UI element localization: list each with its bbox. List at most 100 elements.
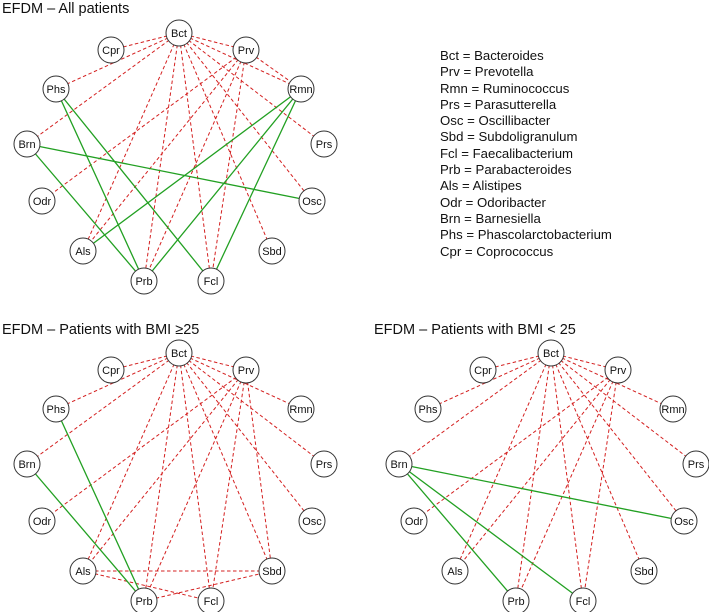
node-osc: Osc: [298, 507, 326, 535]
node-circle: [97, 356, 125, 384]
node-label: Prs: [316, 139, 333, 151]
legend-item-fcl: Fcl = Faecalibacterium: [440, 145, 574, 161]
node-label: Prv: [238, 45, 255, 57]
node-label: Prv: [610, 365, 627, 377]
node-circle: [682, 450, 709, 478]
node-odr: Odr: [28, 507, 56, 535]
node-circle: [385, 450, 413, 478]
network-panel-bmi_low: EFDM – Patients with BMI < 25BctPrvRmnPr…: [374, 322, 709, 612]
positive-edge-phs-prb: [55, 88, 145, 282]
node-label: Cpr: [102, 365, 120, 377]
negative-edge-bct-prs: [550, 352, 697, 465]
node-circle: [197, 267, 225, 295]
node-circle: [42, 75, 70, 103]
node-bct: Bct: [165, 19, 193, 47]
node-phs: Phs: [42, 75, 70, 103]
node-als: Als: [69, 557, 97, 585]
positive-edge-rmn-prb: [143, 88, 302, 282]
node-circle: [659, 395, 687, 423]
node-rmn: Rmn: [287, 75, 315, 103]
legend-item-brn: Brn = Barnesiella: [440, 210, 541, 226]
node-label: Rmn: [289, 404, 312, 416]
node-prs: Prs: [682, 450, 709, 478]
legend-item-als: Als = Alistipes: [440, 178, 522, 194]
node-label: Als: [75, 246, 91, 258]
negative-edge-bct-als: [82, 32, 180, 252]
node-label: Cpr: [102, 45, 120, 57]
positive-edge-brn-osc: [398, 463, 685, 522]
node-circle: [258, 237, 286, 265]
node-rmn: Rmn: [659, 395, 687, 423]
legend-item-odr: Odr = Odoribacter: [440, 194, 546, 210]
node-circle: [502, 587, 530, 612]
negative-edge-prv-fcl: [582, 369, 619, 602]
node-odr: Odr: [400, 507, 428, 535]
negative-edge-prv-odr: [41, 369, 247, 522]
negative-edge-prv-odr: [41, 49, 247, 202]
node-label: Brn: [390, 459, 407, 471]
node-circle: [130, 267, 158, 295]
node-prb: Prb: [130, 267, 158, 295]
node-label: Prs: [688, 459, 705, 471]
node-circle: [97, 36, 125, 64]
legend-item-rmn: Rmn = Ruminococcus: [440, 80, 570, 96]
node-circle: [298, 507, 326, 535]
legend-item-cpr: Cpr = Coprococcus: [440, 243, 554, 259]
negative-edge-bct-brn: [26, 32, 180, 145]
node-circle: [197, 587, 225, 612]
positive-edge-brn-prb: [26, 143, 145, 282]
node-circle: [287, 75, 315, 103]
node-label: Odr: [405, 516, 424, 528]
node-prv: Prv: [232, 356, 260, 384]
negative-edge-bct-fcl: [178, 352, 212, 602]
node-circle: [232, 36, 260, 64]
node-circle: [630, 557, 658, 585]
negative-edge-prv-fcl: [210, 369, 247, 602]
negative-edge-als-fcl: [82, 570, 212, 602]
node-prv: Prv: [604, 356, 632, 384]
node-als: Als: [69, 237, 97, 265]
node-brn: Brn: [385, 450, 413, 478]
legend-item-sbd: Sbd = Subdoligranulum: [440, 129, 578, 145]
node-prv: Prv: [232, 36, 260, 64]
node-label: Phs: [47, 84, 66, 96]
node-label: Rmn: [661, 404, 684, 416]
positive-edge-rmn-als: [82, 88, 302, 252]
node-circle: [670, 507, 698, 535]
legend-item-bct: Bct = Bacteroides: [440, 48, 544, 63]
node-brn: Brn: [13, 450, 41, 478]
node-label: Prv: [238, 365, 255, 377]
node-phs: Phs: [414, 395, 442, 423]
node-circle: [69, 557, 97, 585]
positive-edge-brn-prb: [398, 463, 517, 602]
node-prs: Prs: [310, 130, 338, 158]
node-label: Phs: [419, 404, 438, 416]
node-sbd: Sbd: [258, 557, 286, 585]
node-prb: Prb: [130, 587, 158, 612]
node-circle: [13, 130, 41, 158]
positive-edge-brn-fcl: [398, 463, 584, 602]
negative-edge-bct-prb: [143, 352, 180, 602]
node-circle: [165, 19, 193, 47]
node-label: Osc: [674, 516, 694, 528]
negative-edge-bct-brn: [26, 352, 180, 465]
node-label: Fcl: [204, 596, 219, 608]
positive-edge-phs-fcl: [55, 88, 212, 282]
node-label: Prb: [135, 276, 152, 288]
node-label: Bct: [171, 348, 187, 360]
node-prs: Prs: [310, 450, 338, 478]
panel-title: EFDM – Patients with BMI < 25: [374, 322, 576, 338]
negative-edge-prv-als: [82, 49, 247, 252]
node-label: Sbd: [634, 566, 654, 578]
negative-edge-prb-sbd: [143, 570, 273, 602]
node-brn: Brn: [13, 130, 41, 158]
node-label: Cpr: [474, 365, 492, 377]
negative-edge-prv-sbd: [245, 369, 273, 572]
node-label: Osc: [302, 196, 322, 208]
node-label: Prb: [507, 596, 524, 608]
node-cpr: Cpr: [469, 356, 497, 384]
network-panel-bmi_high: EFDM – Patients with BMI ≥25BctPrvRmnPrs…: [2, 322, 338, 612]
node-circle: [258, 557, 286, 585]
legend-item-prs: Prs = Parasutterella: [440, 96, 557, 112]
